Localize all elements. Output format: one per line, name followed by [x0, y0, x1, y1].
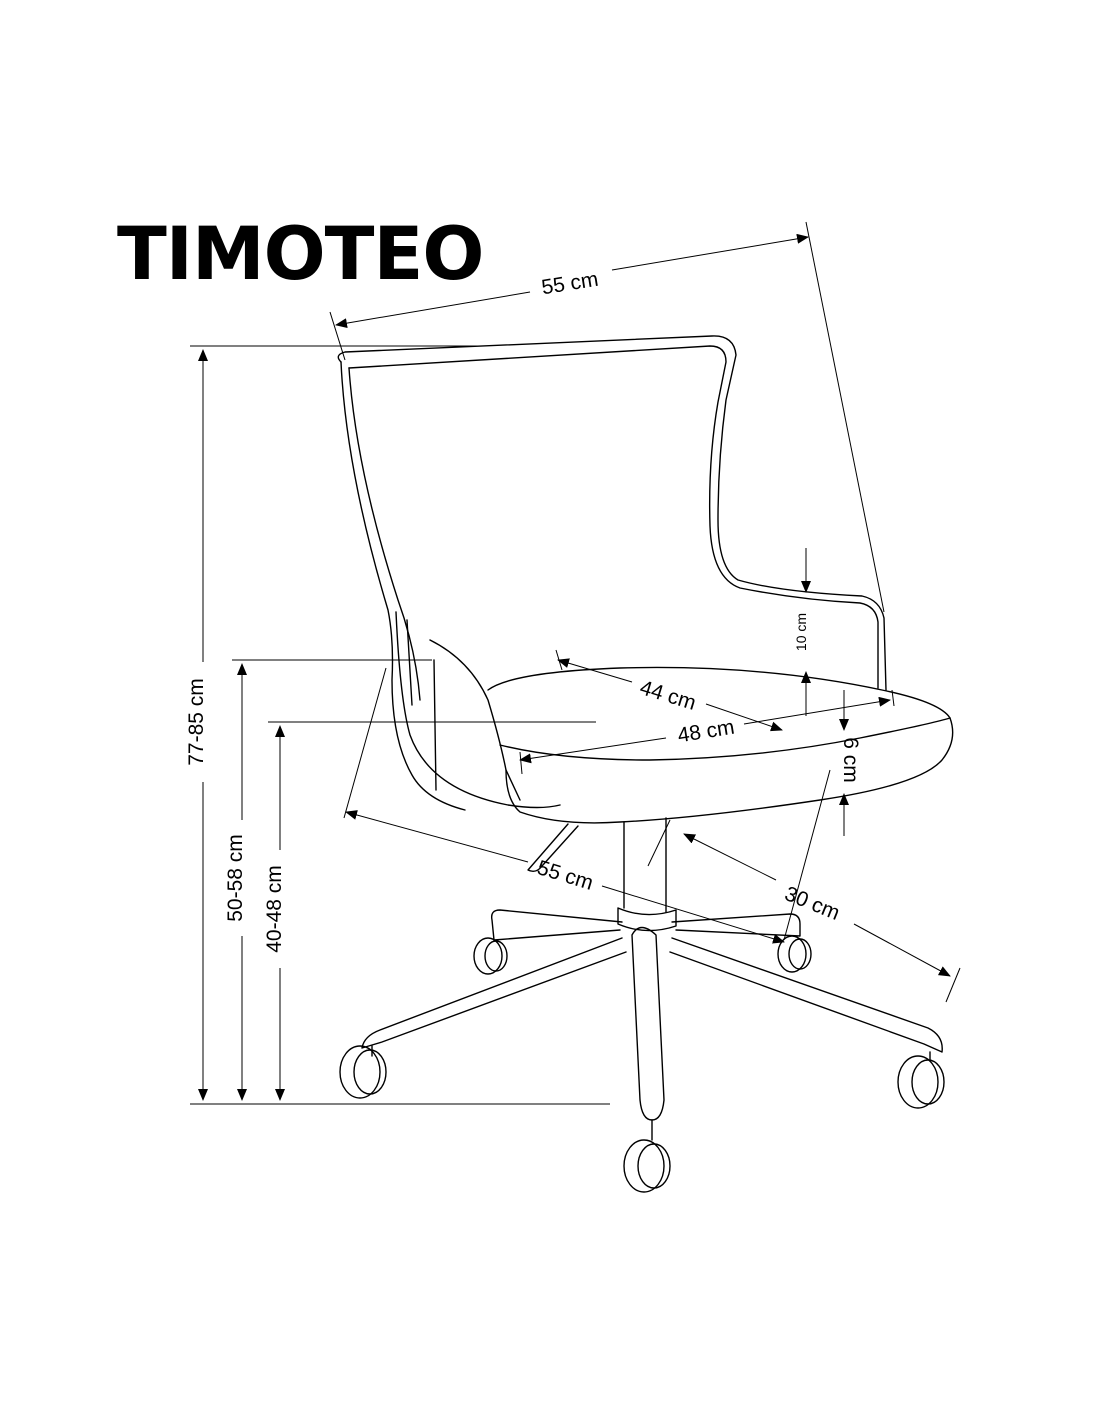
label-base-radius: 30 cm	[781, 882, 843, 925]
height-lever	[527, 823, 579, 873]
cylinder-collar	[617, 907, 677, 932]
backrest-stitch-2	[433, 659, 437, 791]
backrest-inner	[348, 345, 879, 689]
backrest-left-edge	[340, 361, 466, 811]
backrest-shell	[395, 611, 561, 809]
base-arm-front	[631, 926, 665, 1121]
backrest-stitch	[406, 619, 413, 706]
dimension-labels: 55 cm 77-85 cm 50-58 cm 40-48 cm 10 cm 4…	[185, 268, 862, 953]
seat-top	[487, 666, 954, 824]
label-armrest-height: 50-58 cm	[224, 834, 247, 922]
label-seat-width: 48 cm	[676, 716, 736, 748]
label-armrest-thickness: 10 cm	[793, 613, 809, 651]
base-arm-back-left	[490, 909, 623, 941]
label-seat-depth: 44 cm	[637, 676, 698, 715]
label-width-top: 55 cm	[540, 268, 600, 300]
label-seat-height: 40-48 cm	[263, 865, 286, 953]
base-arm-right	[669, 937, 943, 1053]
backrest-outer	[337, 335, 887, 691]
gas-cylinder	[623, 817, 667, 913]
seat-front-edge	[499, 717, 951, 761]
chair-outline	[337, 335, 954, 1193]
label-seat-thickness: 6 cm	[839, 737, 862, 783]
product-title: TIMOTEO	[117, 212, 484, 297]
caster-wheels	[339, 935, 945, 1193]
backrest-left-inner	[348, 367, 421, 701]
label-base-width: 55 cm	[534, 856, 595, 895]
base-arm-left	[361, 937, 627, 1049]
label-total-height: 77-85 cm	[185, 678, 208, 766]
backrest-shell-inner	[429, 639, 521, 801]
base-arm-back-right	[671, 913, 801, 937]
dimension-lines	[190, 221, 961, 1105]
